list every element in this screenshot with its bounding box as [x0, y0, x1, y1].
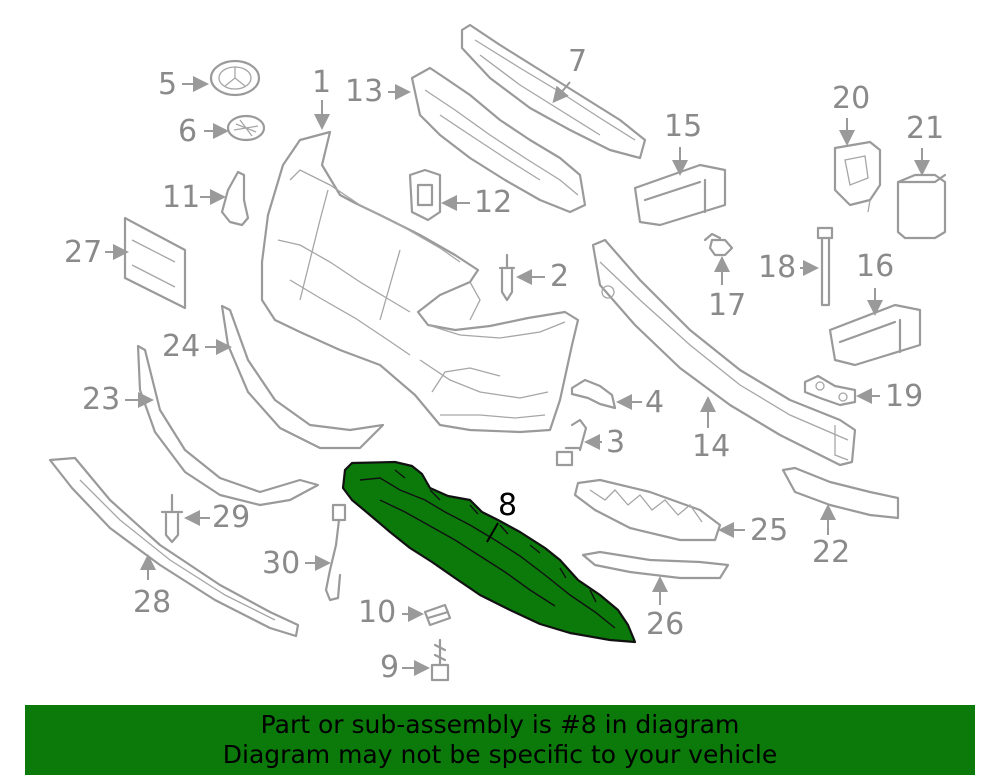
callout-16: 16: [856, 249, 895, 284]
part-25-grille: [573, 478, 722, 542]
part-14-impact-bar: [591, 238, 857, 467]
callout-15: 15: [664, 109, 703, 144]
callout-18: 18: [758, 250, 797, 285]
lead-8: [486, 522, 499, 543]
callout-21: 21: [906, 111, 945, 146]
callout-24: 24: [162, 329, 201, 364]
callout-27: 27: [64, 235, 103, 270]
callout-20: 20: [832, 81, 871, 116]
callout-14: 14: [692, 429, 731, 464]
callout-7: 7: [568, 44, 588, 79]
part-15-bracket: [633, 163, 727, 227]
part-13-absorber: [410, 66, 587, 214]
callout-17: 17: [708, 288, 747, 323]
part-30-wire: [324, 503, 347, 602]
callout-12: 12: [474, 185, 513, 220]
callout-5: 5: [158, 67, 178, 102]
callout-28: 28: [133, 585, 172, 620]
part-29-clip: [160, 493, 184, 544]
part-12-bracket: [408, 168, 442, 222]
part-26-molding: [581, 550, 730, 580]
part-18-bolt: [816, 226, 834, 307]
part-1-bumper-cover: [260, 130, 580, 434]
callout-29: 29: [212, 500, 251, 535]
callout-6: 6: [178, 114, 198, 149]
part-6-emblem-base: [226, 114, 266, 142]
callout-19: 19: [885, 379, 924, 414]
part-4-bracket: [570, 378, 617, 410]
callout-23: 23: [82, 382, 121, 417]
callout-30: 30: [262, 546, 301, 581]
part-8-lower-shield: [341, 460, 637, 644]
part-11-bracket: [220, 170, 250, 227]
part-21-sensor: [896, 173, 947, 240]
callout-10: 10: [358, 595, 397, 630]
callout-25: 25: [750, 513, 789, 548]
part-9-screw: [430, 638, 450, 682]
banner-line-1: Part or sub-assembly is #8 in diagram: [260, 710, 740, 739]
part-10-clip: [423, 603, 452, 627]
part-5-emblem: [209, 59, 261, 97]
callout-2: 2: [550, 259, 570, 294]
callout-4: 4: [645, 385, 665, 420]
part-27-license-bracket: [123, 216, 187, 310]
part-2-clip: [498, 253, 516, 302]
part-7-reinforcement: [460, 23, 647, 160]
callout-3: 3: [606, 425, 626, 460]
callout-26: 26: [646, 607, 685, 642]
part-24-trim-strip: [220, 304, 385, 450]
part-3-bolt: [555, 418, 588, 467]
part-17-screw: [703, 232, 734, 257]
banner-line-2: Diagram may not be specific to your vehi…: [222, 740, 778, 769]
part-16-bracket: [828, 303, 922, 367]
part-23-trim-strip: [136, 344, 320, 507]
callout-1: 1: [312, 65, 332, 100]
part-28-spoiler: [48, 456, 300, 638]
callout-9: 9: [380, 650, 400, 685]
callout-22: 22: [812, 535, 851, 570]
callout-11: 11: [162, 180, 201, 215]
highlight-banner: Part or sub-assembly is #8 in diagram Di…: [25, 705, 975, 775]
part-22-molding: [781, 466, 900, 520]
part-19-plate: [803, 374, 857, 407]
callout-13: 13: [345, 74, 384, 109]
part-20-latch: [833, 140, 882, 213]
callout-8: 8: [498, 488, 518, 523]
